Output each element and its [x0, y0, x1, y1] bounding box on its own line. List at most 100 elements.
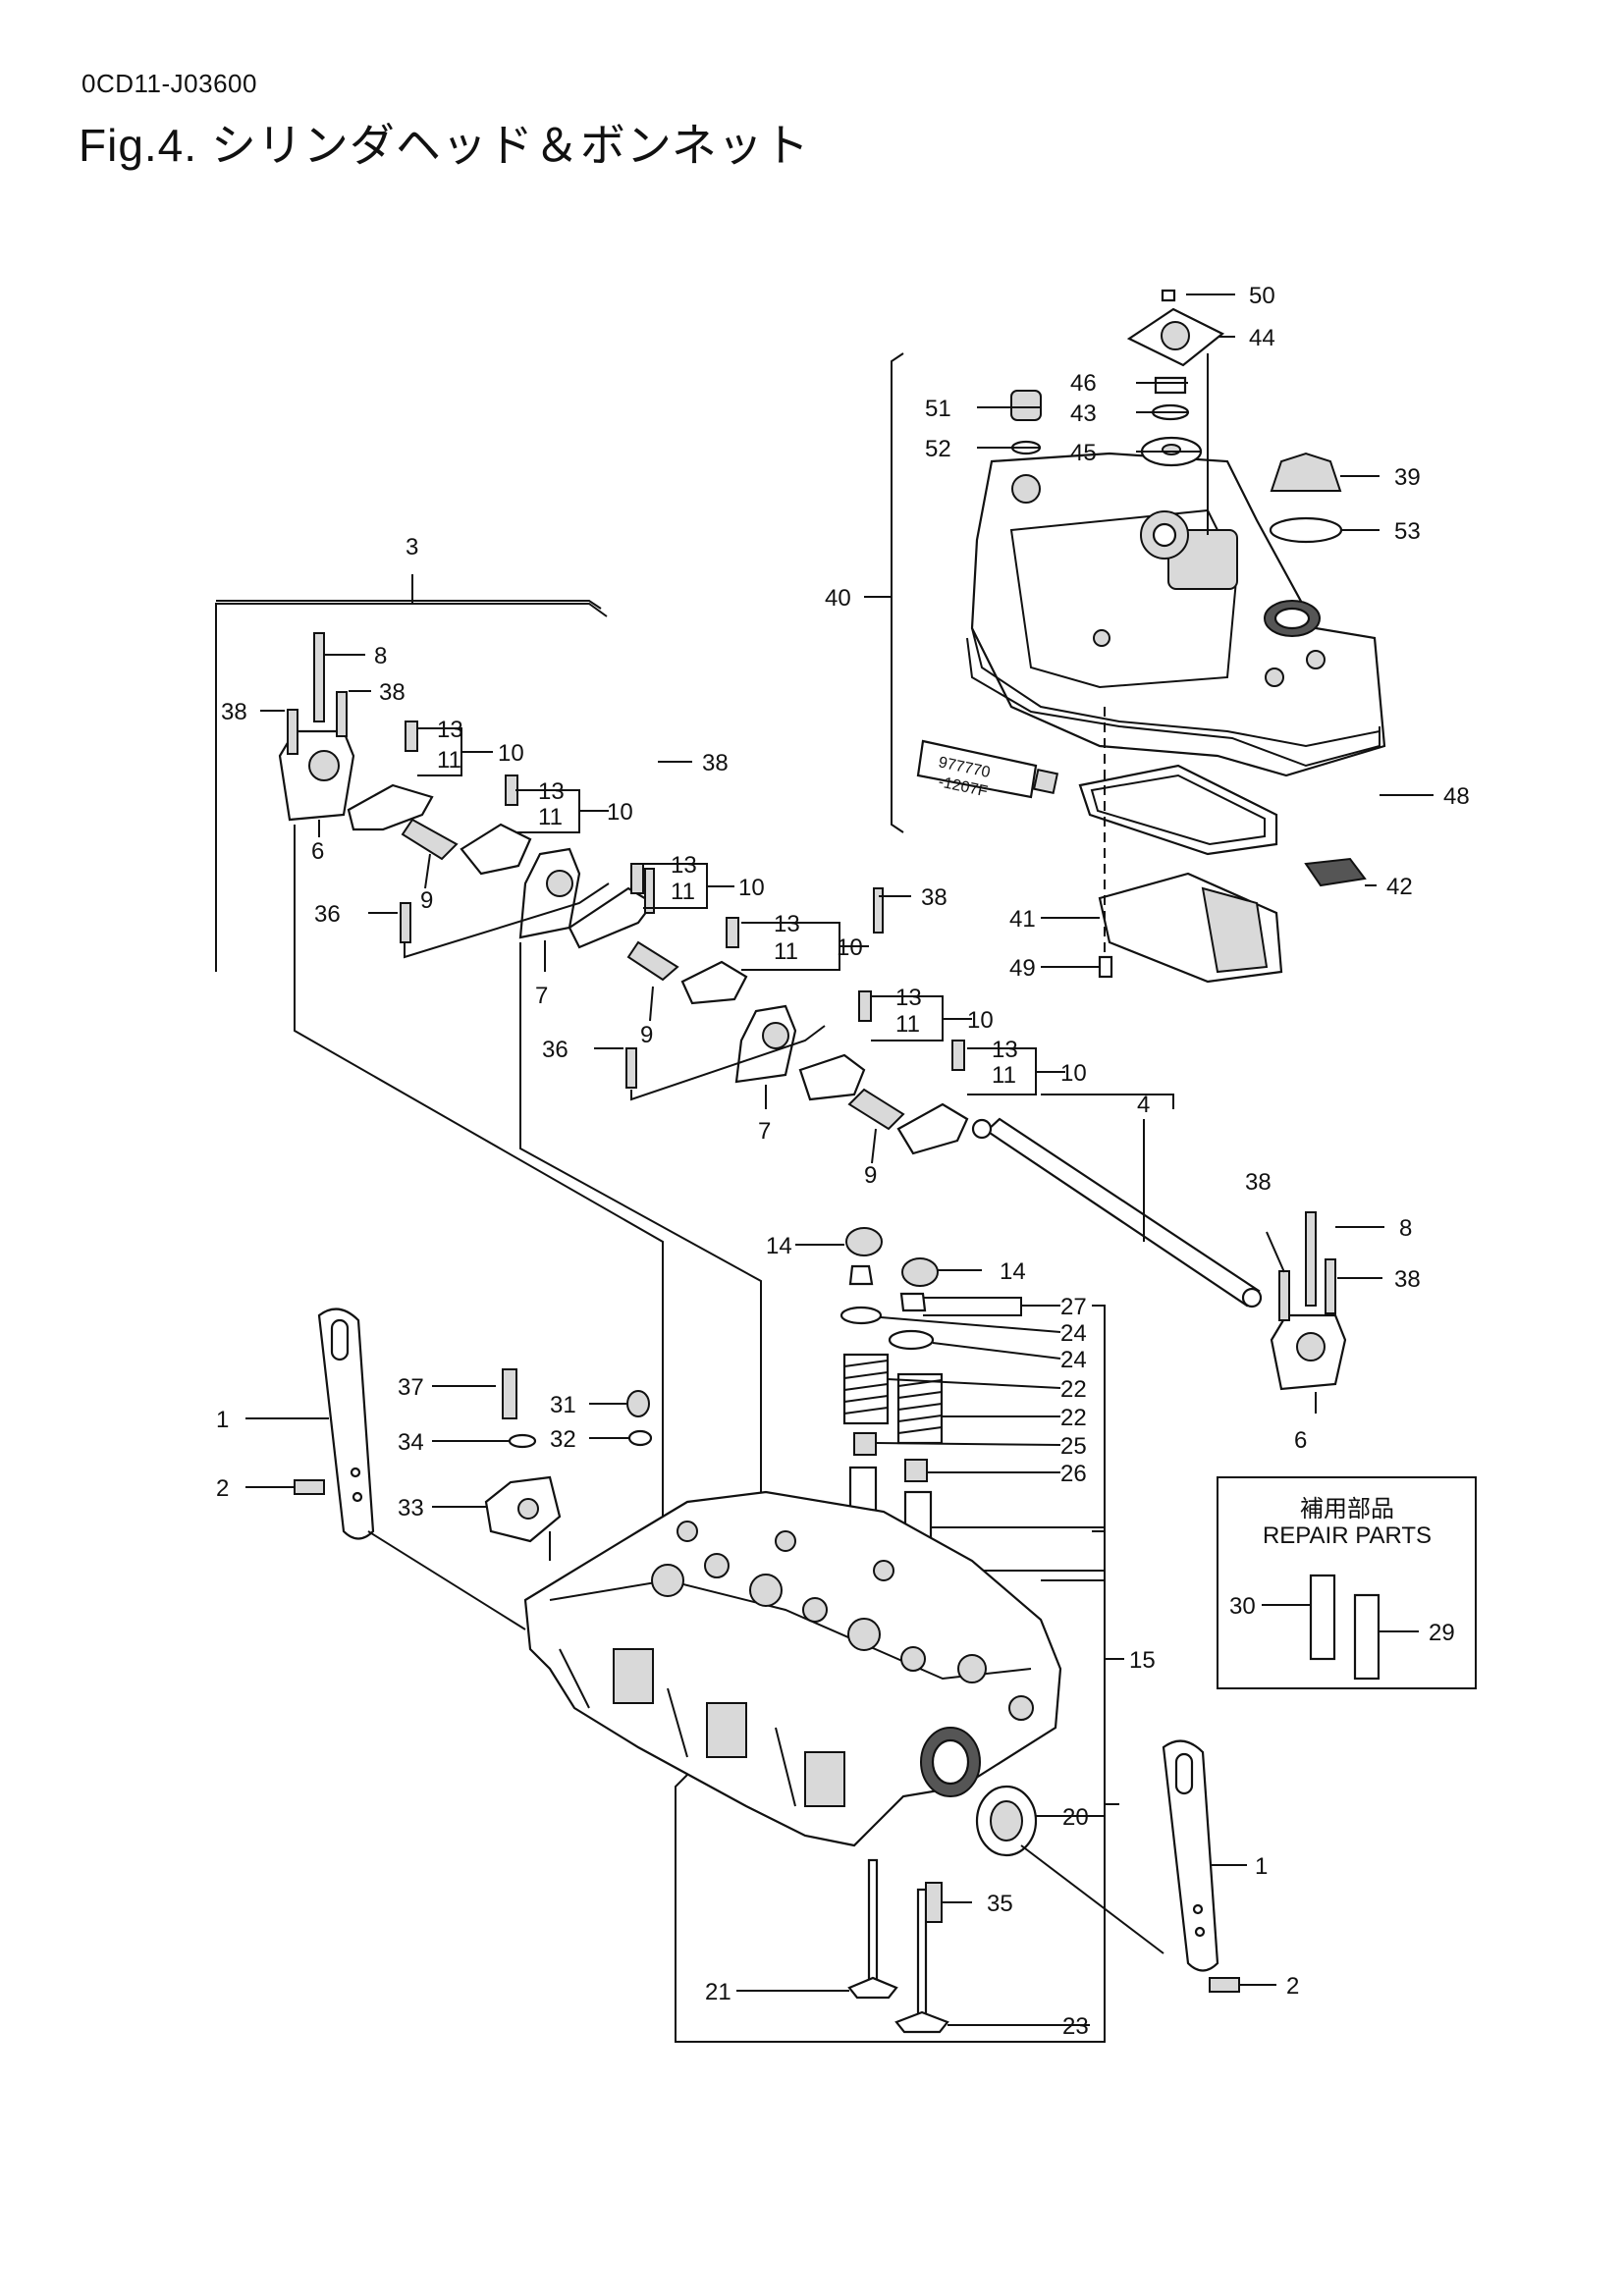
callout-52: 52 [925, 436, 951, 462]
engine-hanger-right [1162, 1739, 1219, 1972]
callout-38a: 38 [379, 679, 406, 706]
figure-title: Fig.4. シリンダヘッド＆ボンネット [79, 120, 810, 171]
cover-gasket [966, 637, 1380, 768]
bolt-36-a [400, 902, 411, 943]
collet-27a [848, 1264, 874, 1286]
callout-2a: 2 [216, 1475, 229, 1502]
callout-44: 44 [1249, 325, 1275, 351]
intake-port-3 [804, 1751, 845, 1807]
callout-21: 21 [705, 1979, 731, 2005]
pin-35 [925, 1882, 943, 1923]
callout-11d: 11 [774, 938, 798, 965]
callout-38f: 38 [1394, 1266, 1421, 1293]
callout-10c: 10 [738, 875, 765, 901]
valve-cover [970, 452, 1386, 777]
callout-36b: 36 [542, 1037, 568, 1063]
valve-cap-14a [845, 1227, 883, 1256]
bolt-36-b [625, 1047, 637, 1089]
rocker-arm-c [680, 960, 748, 1005]
hanger-bolt-right [1209, 1977, 1240, 1993]
callout-40: 40 [825, 585, 851, 612]
intake-valve [847, 1858, 898, 2000]
callout-45: 45 [1070, 440, 1097, 466]
callout-11b: 11 [538, 804, 563, 830]
sealant-tube: 977770 -1207F [916, 739, 1059, 800]
callout-25: 25 [1060, 1433, 1087, 1460]
hanger-bolt-left [294, 1479, 325, 1495]
stud-8-right [1305, 1211, 1317, 1307]
bolt-38-d [873, 887, 884, 934]
callout-13f: 13 [992, 1037, 1018, 1063]
intake-port-1 [613, 1648, 654, 1704]
rocker-spring-a [401, 818, 459, 861]
callout-38b: 38 [221, 699, 247, 725]
spring-retainer-b [888, 1329, 935, 1351]
callout-10b: 10 [607, 799, 633, 826]
spring-46 [1154, 376, 1187, 395]
spring-retainer-a [839, 1306, 883, 1325]
repair-parts-title-jp: 補用部品 [1300, 1496, 1394, 1522]
callout-22b: 22 [1060, 1405, 1087, 1431]
callout-3: 3 [406, 534, 418, 561]
rocker-arm-a [347, 783, 434, 831]
repair-valve-guide-30 [1309, 1574, 1336, 1661]
callout-38e: 38 [1245, 1169, 1272, 1196]
callout-51: 51 [925, 396, 951, 422]
callout-9c: 9 [864, 1162, 877, 1189]
callout-13c: 13 [671, 852, 697, 879]
callout-10d: 10 [837, 934, 863, 961]
callout-33: 33 [398, 1495, 424, 1522]
valve-spring-a [842, 1353, 890, 1425]
callout-38d: 38 [921, 884, 947, 911]
rocker-spring-b [626, 940, 679, 982]
callout-34: 34 [398, 1429, 424, 1456]
screw-49 [1098, 955, 1113, 979]
callout-24b: 24 [1060, 1347, 1087, 1373]
callout-31: 31 [550, 1392, 576, 1418]
callout-7a: 7 [535, 983, 548, 1009]
callout-41: 41 [1009, 906, 1036, 933]
callout-7b: 7 [758, 1118, 771, 1145]
bolt-38-a [336, 691, 348, 737]
valve-cap-14b [901, 1257, 939, 1287]
exhaust-valve [894, 1888, 949, 2034]
washer-32 [627, 1429, 653, 1447]
bolt-37 [502, 1368, 517, 1419]
bolt-38-c [644, 868, 655, 914]
bolt-38-f [1278, 1270, 1290, 1321]
rocker-arm-group [215, 574, 1384, 1551]
callout-30: 30 [1229, 1593, 1256, 1620]
callout-15: 15 [1129, 1647, 1156, 1674]
callout-42: 42 [1386, 874, 1413, 900]
callout-26: 26 [1060, 1461, 1087, 1487]
callout-11a: 11 [437, 747, 461, 774]
callout-24a: 24 [1060, 1320, 1087, 1347]
callout-14a: 14 [766, 1233, 792, 1259]
document-code: 0CD11-J03600 [81, 69, 257, 98]
intake-port-2 [706, 1702, 747, 1758]
washer-34 [508, 1433, 537, 1449]
repair-valve-guide-29 [1353, 1593, 1380, 1681]
callout-10f: 10 [1060, 1060, 1087, 1087]
stud-8 [313, 632, 325, 722]
valve-spring-b [896, 1372, 944, 1445]
rocker-arm-b [460, 823, 532, 876]
engine-hanger-left [317, 1308, 375, 1540]
rocker-spring-c [847, 1088, 905, 1131]
callout-2b: 2 [1286, 1973, 1299, 2000]
callout-48: 48 [1443, 783, 1470, 810]
callout-23: 23 [1062, 2013, 1089, 2040]
callout-50: 50 [1249, 283, 1275, 309]
bonnet-group: 977770 -1207F [864, 289, 1434, 984]
bolt-38-b [287, 709, 298, 755]
callout-labels: 50 44 46 43 45 51 52 39 53 40 48 42 41 4… [216, 283, 1470, 2040]
callout-37: 37 [398, 1374, 424, 1401]
rocker-arm-d [798, 1053, 866, 1101]
plug-51 [1010, 390, 1042, 421]
callout-22a: 22 [1060, 1376, 1087, 1403]
rocker-support-mid [518, 847, 581, 939]
oil-filler-cap [1270, 452, 1342, 492]
inner-gasket [1078, 764, 1278, 856]
callout-11f: 11 [992, 1062, 1016, 1089]
